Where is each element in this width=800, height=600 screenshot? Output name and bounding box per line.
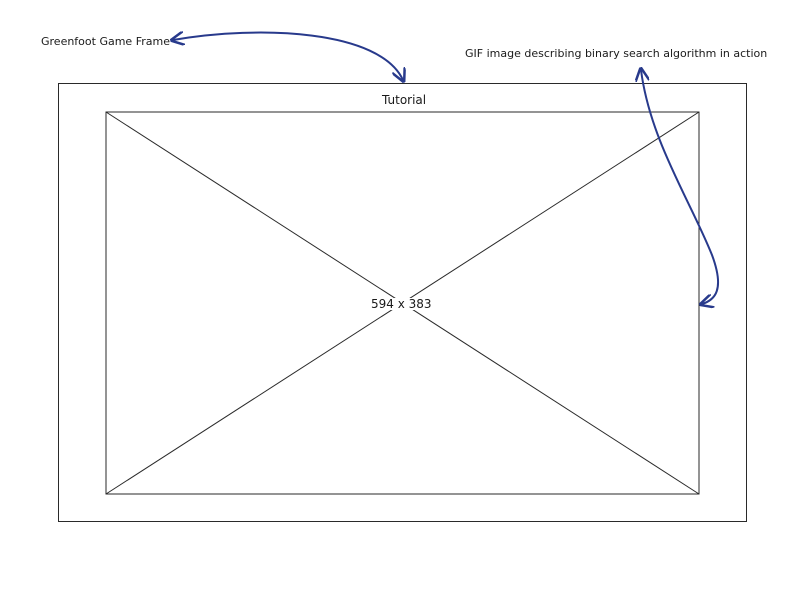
image-size-label: 594 x 383 bbox=[368, 298, 435, 310]
greenfoot-frame-arrow bbox=[173, 33, 403, 80]
gif-description-arrow bbox=[641, 70, 720, 304]
gif-description-annotation: GIF image describing binary search algor… bbox=[465, 47, 768, 60]
frame-title: Tutorial bbox=[382, 93, 427, 107]
greenfoot-frame-annotation: Greenfoot Game Frame bbox=[41, 35, 170, 48]
